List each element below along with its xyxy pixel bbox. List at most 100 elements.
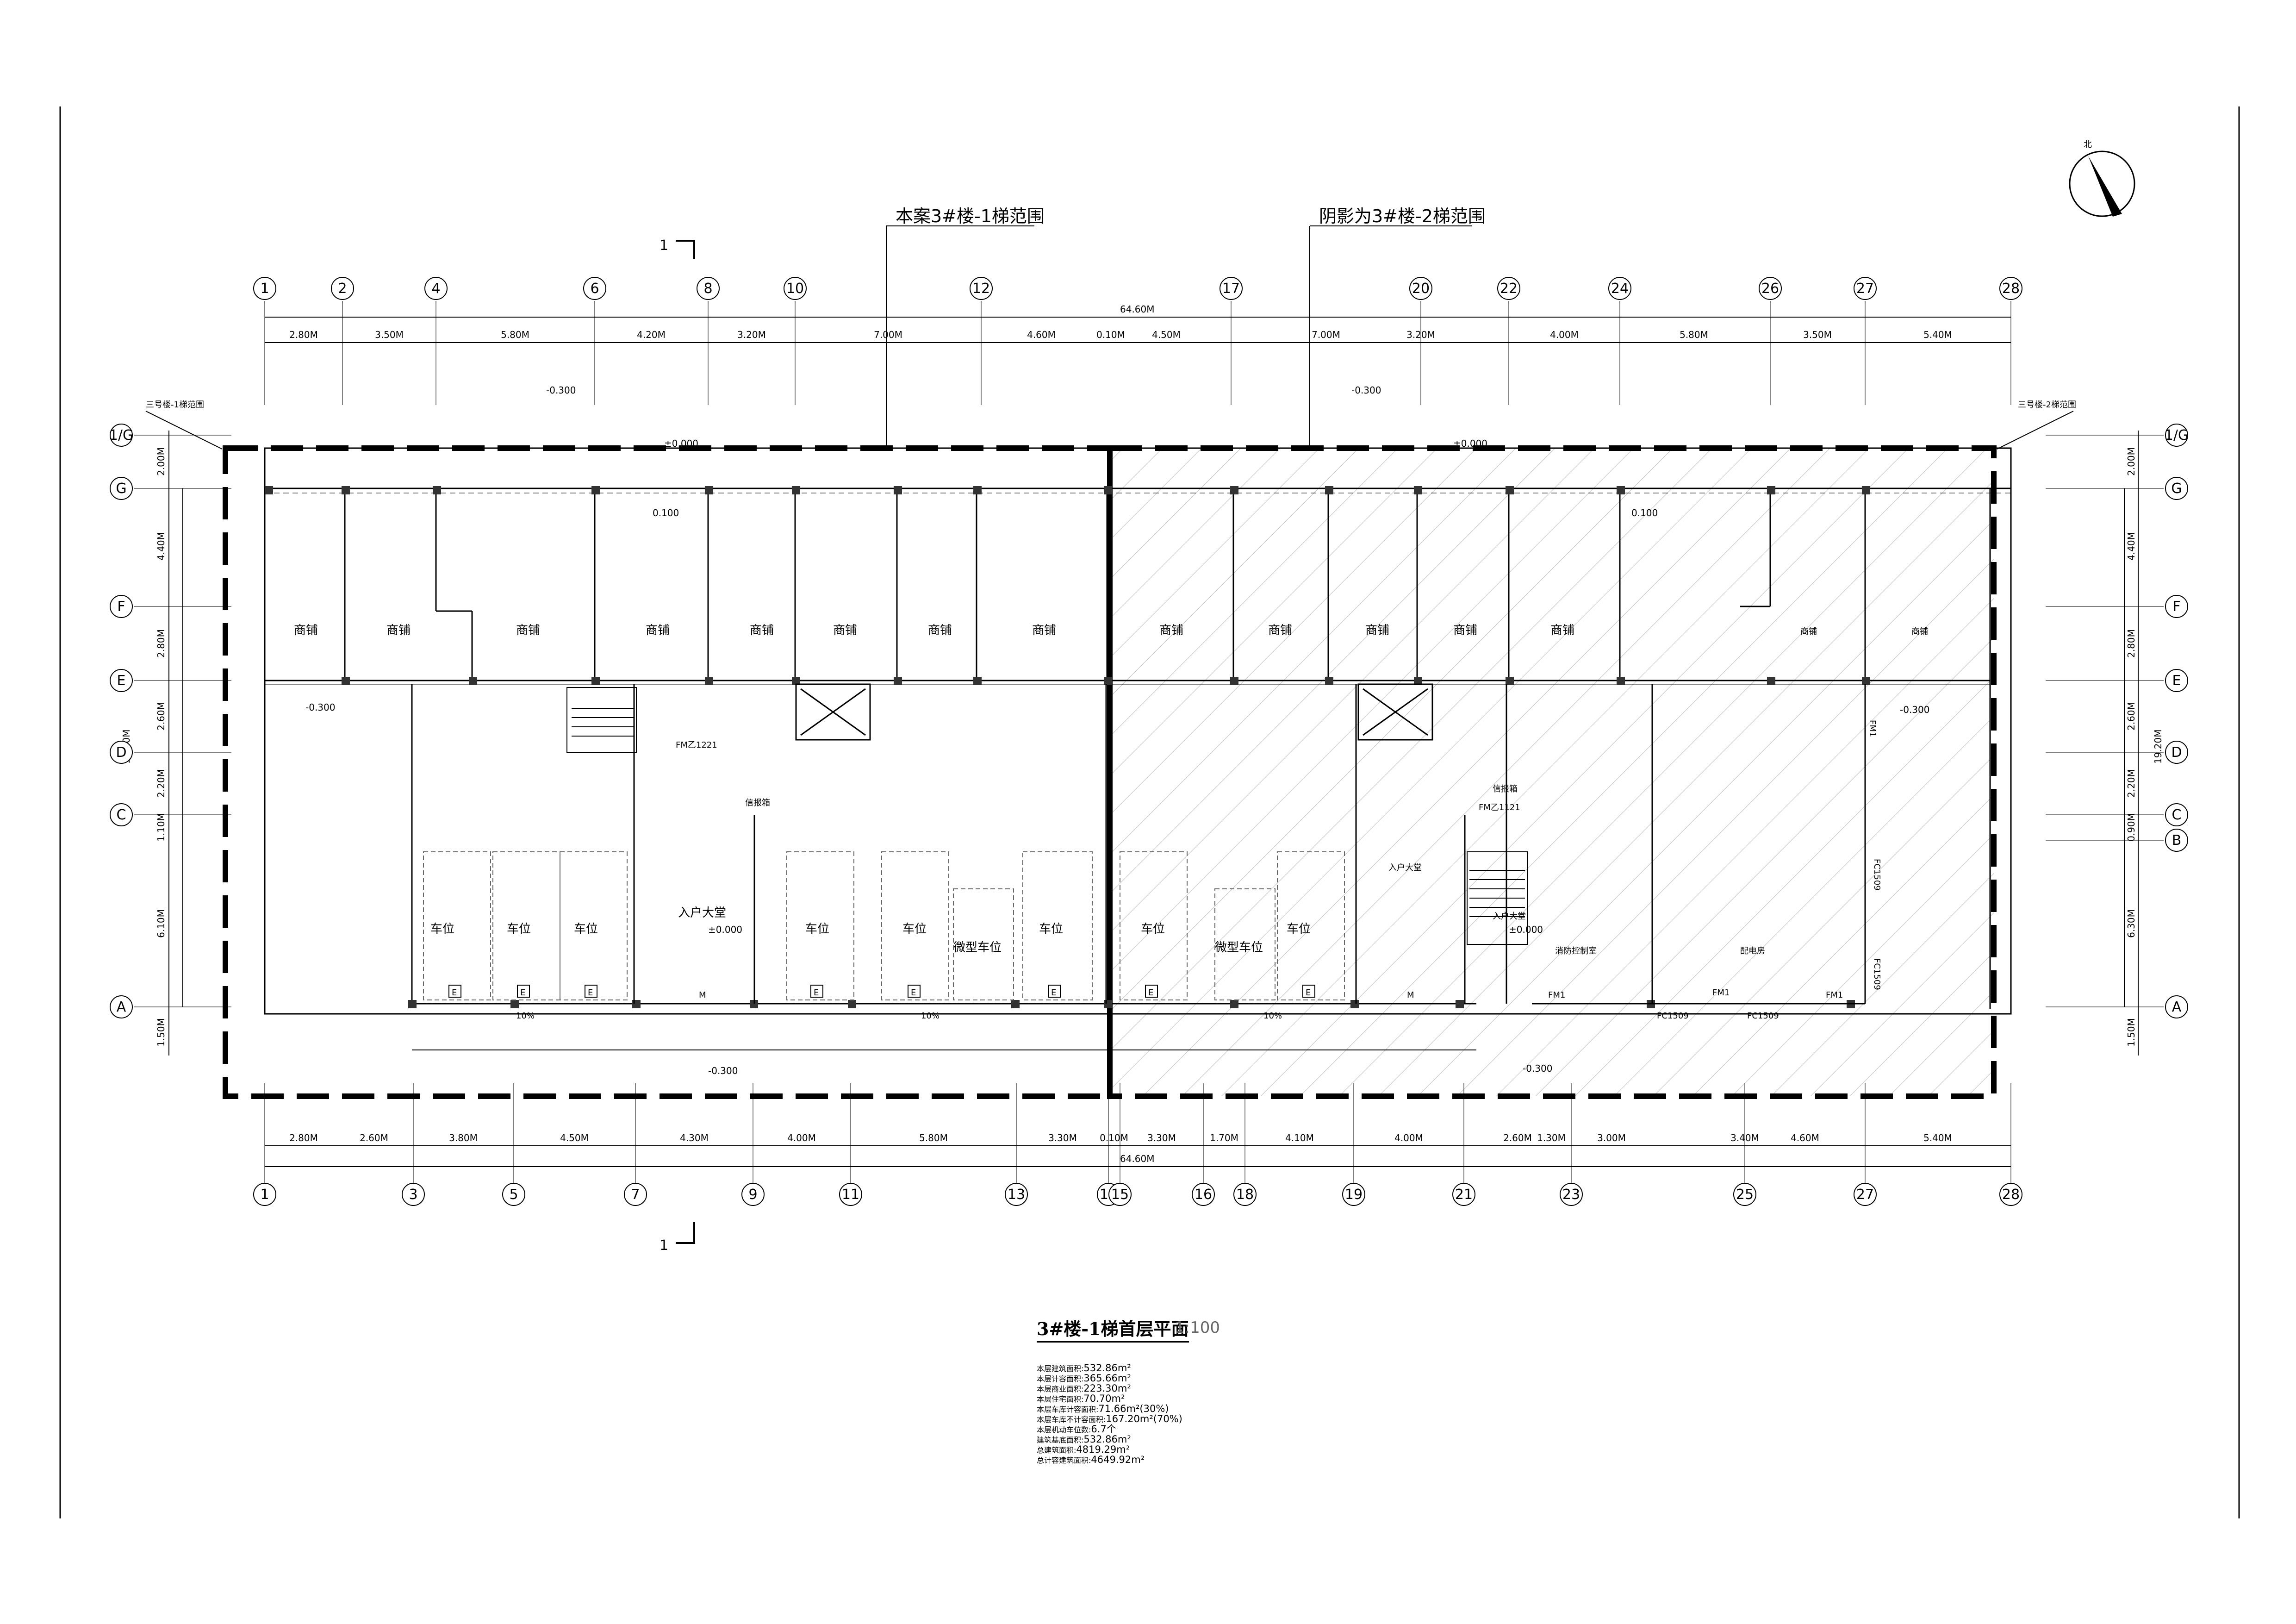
level-lobby-left: ±0.000 bbox=[708, 924, 742, 935]
stair-1 bbox=[566, 687, 637, 753]
top-axis-bubble-label: 26 bbox=[1761, 281, 1779, 297]
top-axis-bubble: 4 bbox=[424, 277, 448, 300]
stat-value: 532.86m² bbox=[1083, 1434, 1131, 1445]
door-label-fm1: FM1 bbox=[1712, 988, 1730, 998]
window-label-fc: FC1509 bbox=[1657, 1011, 1689, 1021]
stat-label: 本层车库不计容面积: bbox=[1037, 1415, 1106, 1424]
right-axis-bubble-label: D bbox=[2171, 744, 2182, 761]
stat-value: 223.30m² bbox=[1083, 1383, 1131, 1394]
top-overall-dim: 64.60M bbox=[1120, 304, 1155, 315]
callout-small-left: 三号楼-1梯范围 bbox=[146, 400, 204, 410]
level-shop-left: 0.100 bbox=[653, 507, 679, 518]
dimension-text: 2.60M bbox=[156, 702, 167, 731]
bottom-overall-dim: 64.60M bbox=[1120, 1153, 1155, 1164]
top-axis-bubble: 12 bbox=[970, 277, 993, 300]
elevator-2 bbox=[1357, 683, 1433, 741]
door-label-fm-b: FM乙1121 bbox=[1479, 803, 1520, 812]
bottom-axis-bubble: 11 bbox=[839, 1183, 862, 1206]
top-axis-bubble-label: 6 bbox=[590, 281, 599, 297]
bottom-axis-bubble-label: 11 bbox=[842, 1187, 859, 1203]
room-label-micro-parking: 微型车位 bbox=[953, 941, 1002, 955]
top-axis-bubble-label: 17 bbox=[1222, 281, 1240, 297]
bottom-axis-bubble: 21 bbox=[1452, 1183, 1475, 1206]
window-label-fc: FC1509 bbox=[1872, 859, 1882, 891]
room-label-shop: 商铺 bbox=[1800, 627, 1817, 637]
bottom-axis-bubble-label: 27 bbox=[1856, 1187, 1874, 1203]
bottom-axis-bubble: 23 bbox=[1560, 1183, 1583, 1206]
right-axis-bubble: E bbox=[2165, 669, 2188, 692]
stat-label: 总计容建筑面积: bbox=[1037, 1456, 1091, 1465]
left-axis-bubble: 1/G bbox=[109, 424, 133, 447]
dimension-text: 2.80M bbox=[156, 629, 167, 658]
door-label-m: M bbox=[699, 990, 706, 1000]
right-axis-bubble: C bbox=[2165, 803, 2188, 826]
stat-label: 建筑基底面积: bbox=[1037, 1436, 1084, 1444]
section-mark-top-line bbox=[676, 240, 695, 259]
dimension-text: 2.60M bbox=[1503, 1132, 1532, 1143]
ev-mark: E bbox=[452, 988, 457, 998]
bottom-axis-bubble-label: 5 bbox=[509, 1187, 518, 1203]
left-axis-bubble: G bbox=[110, 477, 133, 500]
stat-value: 6.7个 bbox=[1091, 1424, 1116, 1435]
dimension-text: 2.00M bbox=[156, 447, 167, 476]
top-axis-bubble-label: 4 bbox=[431, 281, 440, 297]
room-label-shop: 商铺 bbox=[1159, 624, 1183, 637]
shop-partitions bbox=[344, 491, 1866, 681]
dimension-text: 6.30M bbox=[2126, 909, 2137, 938]
north-label: 北 bbox=[2084, 140, 2092, 150]
room-label-parking: 车位 bbox=[805, 922, 829, 936]
dimension-text: 3.50M bbox=[375, 329, 404, 340]
stat-row: 本层机动车位数:6.7个 bbox=[1037, 1424, 1182, 1435]
dimension-text: 4.40M bbox=[2126, 532, 2137, 561]
drawing-title: 3#楼-1梯首层平面 bbox=[1037, 1315, 1189, 1343]
dimension-text: 0.10M bbox=[1100, 1132, 1128, 1143]
dimension-text: 1.50M bbox=[156, 1018, 167, 1047]
bottom-axis-bubble: 27 bbox=[1854, 1183, 1877, 1206]
top-axis-bubble-label: 27 bbox=[1856, 281, 1874, 297]
ev-marks: E E E E E E E E bbox=[448, 985, 1315, 998]
dimension-text: 7.00M bbox=[874, 329, 902, 340]
door-label-m: M bbox=[1407, 990, 1414, 1000]
door-label-fm1: FM1 bbox=[1826, 990, 1843, 1000]
ev-mark: E bbox=[1306, 988, 1311, 998]
dimension-text: 1.10M bbox=[156, 813, 167, 842]
dimension-text: 3.30M bbox=[1048, 1132, 1077, 1143]
leader-small-left bbox=[145, 411, 223, 450]
room-label-parking: 车位 bbox=[902, 922, 927, 936]
stat-label: 本层住宅面积: bbox=[1037, 1395, 1084, 1404]
stat-row: 本层车库计容面积:71.66m²(30%) bbox=[1037, 1404, 1182, 1414]
bottom-axis-bubble: 3 bbox=[402, 1183, 425, 1206]
room-label-parking: 车位 bbox=[1039, 922, 1063, 936]
window-label-fc: FC1509 bbox=[1872, 958, 1882, 990]
room-label-shop: 商铺 bbox=[1032, 624, 1056, 637]
slope-label: 10% bbox=[516, 1011, 535, 1021]
room-label-mail: 信报箱 bbox=[745, 798, 770, 808]
dimension-text: 1.30M bbox=[1537, 1132, 1566, 1143]
dimension-text: 1.70M bbox=[1210, 1132, 1238, 1143]
right-axis-bubble-label: G bbox=[2171, 481, 2182, 497]
right-axis-bubble: D bbox=[2165, 741, 2188, 764]
dimension-text: 0.10M bbox=[1096, 329, 1125, 340]
dimension-text: 6.10M bbox=[156, 909, 167, 938]
room-label-lobby: 入户大堂 bbox=[1388, 863, 1422, 873]
dimension-text: 3.80M bbox=[449, 1132, 478, 1143]
stair-2-range-boundary bbox=[1107, 445, 1997, 1099]
left-axis-bubble-label: D bbox=[116, 744, 126, 761]
bottom-axis-bubble-label: 13 bbox=[1008, 1187, 1025, 1203]
stat-label: 本层机动车位数: bbox=[1037, 1425, 1091, 1434]
left-axis-bubble: C bbox=[110, 803, 133, 826]
bottom-axis-bubble: 7 bbox=[624, 1183, 647, 1206]
room-label-shop: 商铺 bbox=[516, 624, 540, 637]
building-outline bbox=[264, 447, 2012, 1015]
ev-mark: E bbox=[588, 988, 593, 998]
top-axis-bubble: 28 bbox=[1999, 277, 2022, 300]
bottom-axis-bubble: 5 bbox=[502, 1183, 525, 1206]
right-axis-bubble: F bbox=[2165, 595, 2188, 618]
level-outside-left: -0.300 bbox=[305, 702, 335, 713]
left-axis-bubble-label: A bbox=[117, 999, 126, 1015]
slope-label: 10% bbox=[1263, 1011, 1282, 1021]
